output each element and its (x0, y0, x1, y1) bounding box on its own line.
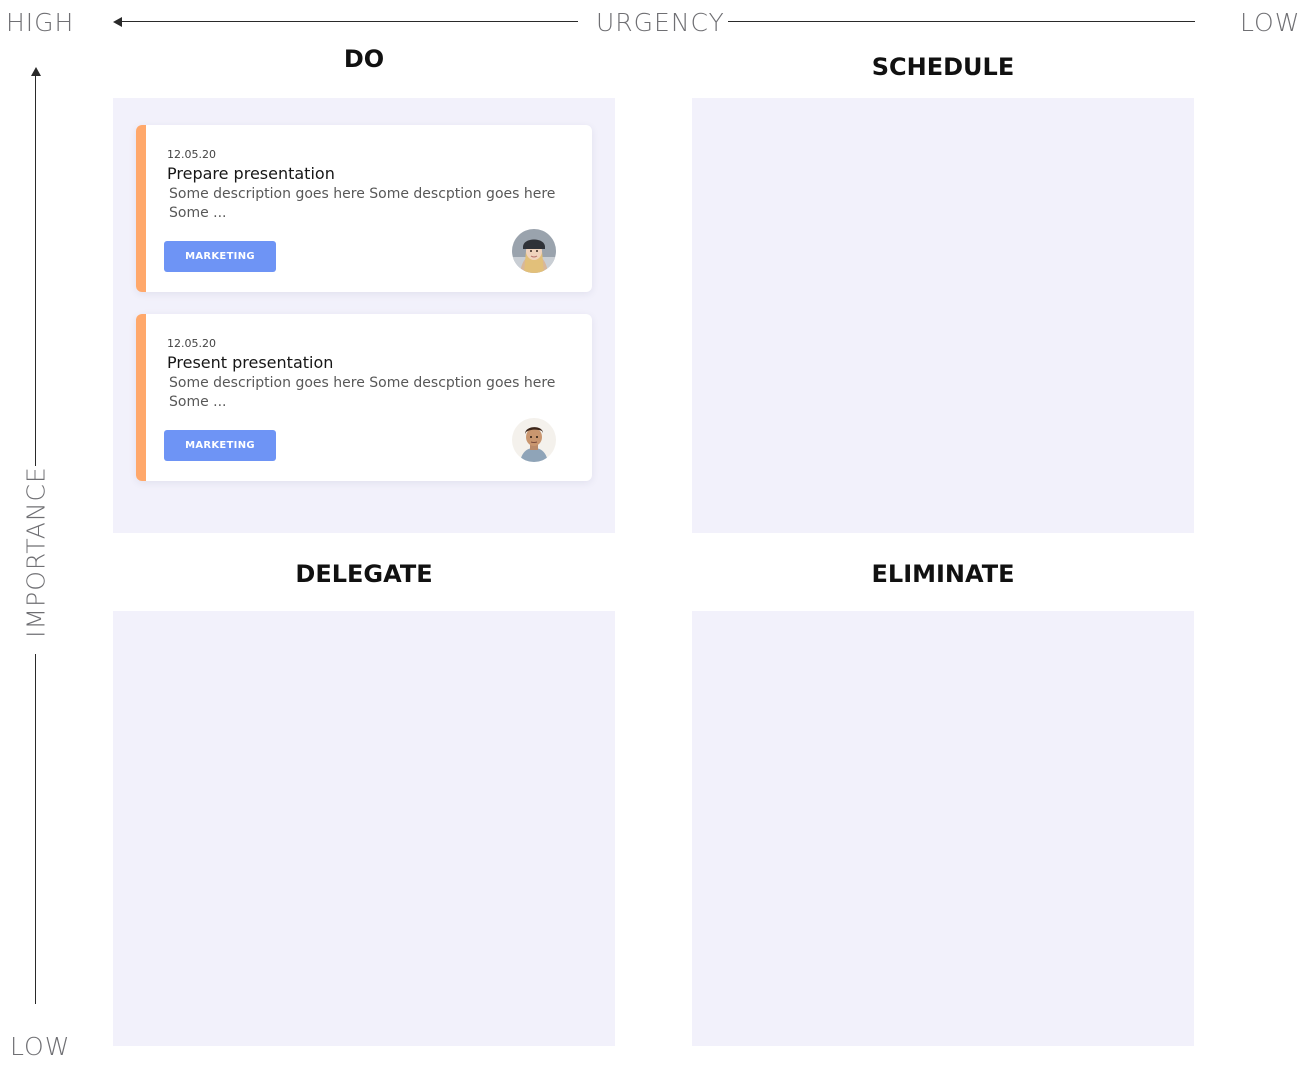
task-description: Some description goes here Some descptio… (169, 375, 556, 410)
woman-avatar-icon[interactable] (512, 229, 556, 273)
task-date: 12.05.20 (167, 148, 216, 161)
importance-axis-line-bottom (35, 654, 36, 1004)
task-title: Present presentation (167, 353, 334, 372)
urgency-arrow-icon (113, 17, 122, 27)
quadrant-delegate[interactable] (113, 611, 615, 1046)
urgency-axis-line-right (728, 21, 1195, 22)
urgency-axis-line-left (120, 21, 578, 22)
man-avatar-icon[interactable] (512, 418, 556, 462)
importance-arrow-icon (31, 67, 41, 76)
quadrant-eliminate[interactable] (692, 611, 1194, 1046)
task-title: Prepare presentation (167, 164, 335, 183)
quadrant-title-do: DO (343, 45, 385, 73)
quadrant-title-eliminate: ELIMINATE (871, 560, 1015, 588)
quadrant-do[interactable]: 12.05.20 Prepare presentation Some descr… (113, 98, 615, 533)
task-date: 12.05.20 (167, 337, 216, 350)
quadrant-schedule[interactable] (692, 98, 1194, 533)
card-accent-stripe (136, 314, 146, 481)
urgency-axis-label: URGENCY (596, 8, 725, 37)
task-card[interactable]: 12.05.20 Prepare presentation Some descr… (136, 125, 592, 292)
quadrant-title-schedule: SCHEDULE (871, 53, 1015, 81)
tag-button-marketing[interactable]: MARKETING (164, 430, 276, 461)
quadrant-title-delegate: DELEGATE (295, 560, 433, 588)
urgency-low-label: LOW (1240, 8, 1301, 37)
tag-button-marketing[interactable]: MARKETING (164, 241, 276, 272)
importance-axis-line-top (35, 74, 36, 466)
task-card[interactable]: 12.05.20 Present presentation Some descr… (136, 314, 592, 481)
task-description: Some description goes here Some descptio… (169, 186, 556, 221)
importance-axis-label: IMPORTANCE (21, 466, 51, 638)
importance-low-label: LOW (10, 1032, 71, 1061)
urgency-high-label: HIGH (6, 8, 75, 37)
card-accent-stripe (136, 125, 146, 292)
